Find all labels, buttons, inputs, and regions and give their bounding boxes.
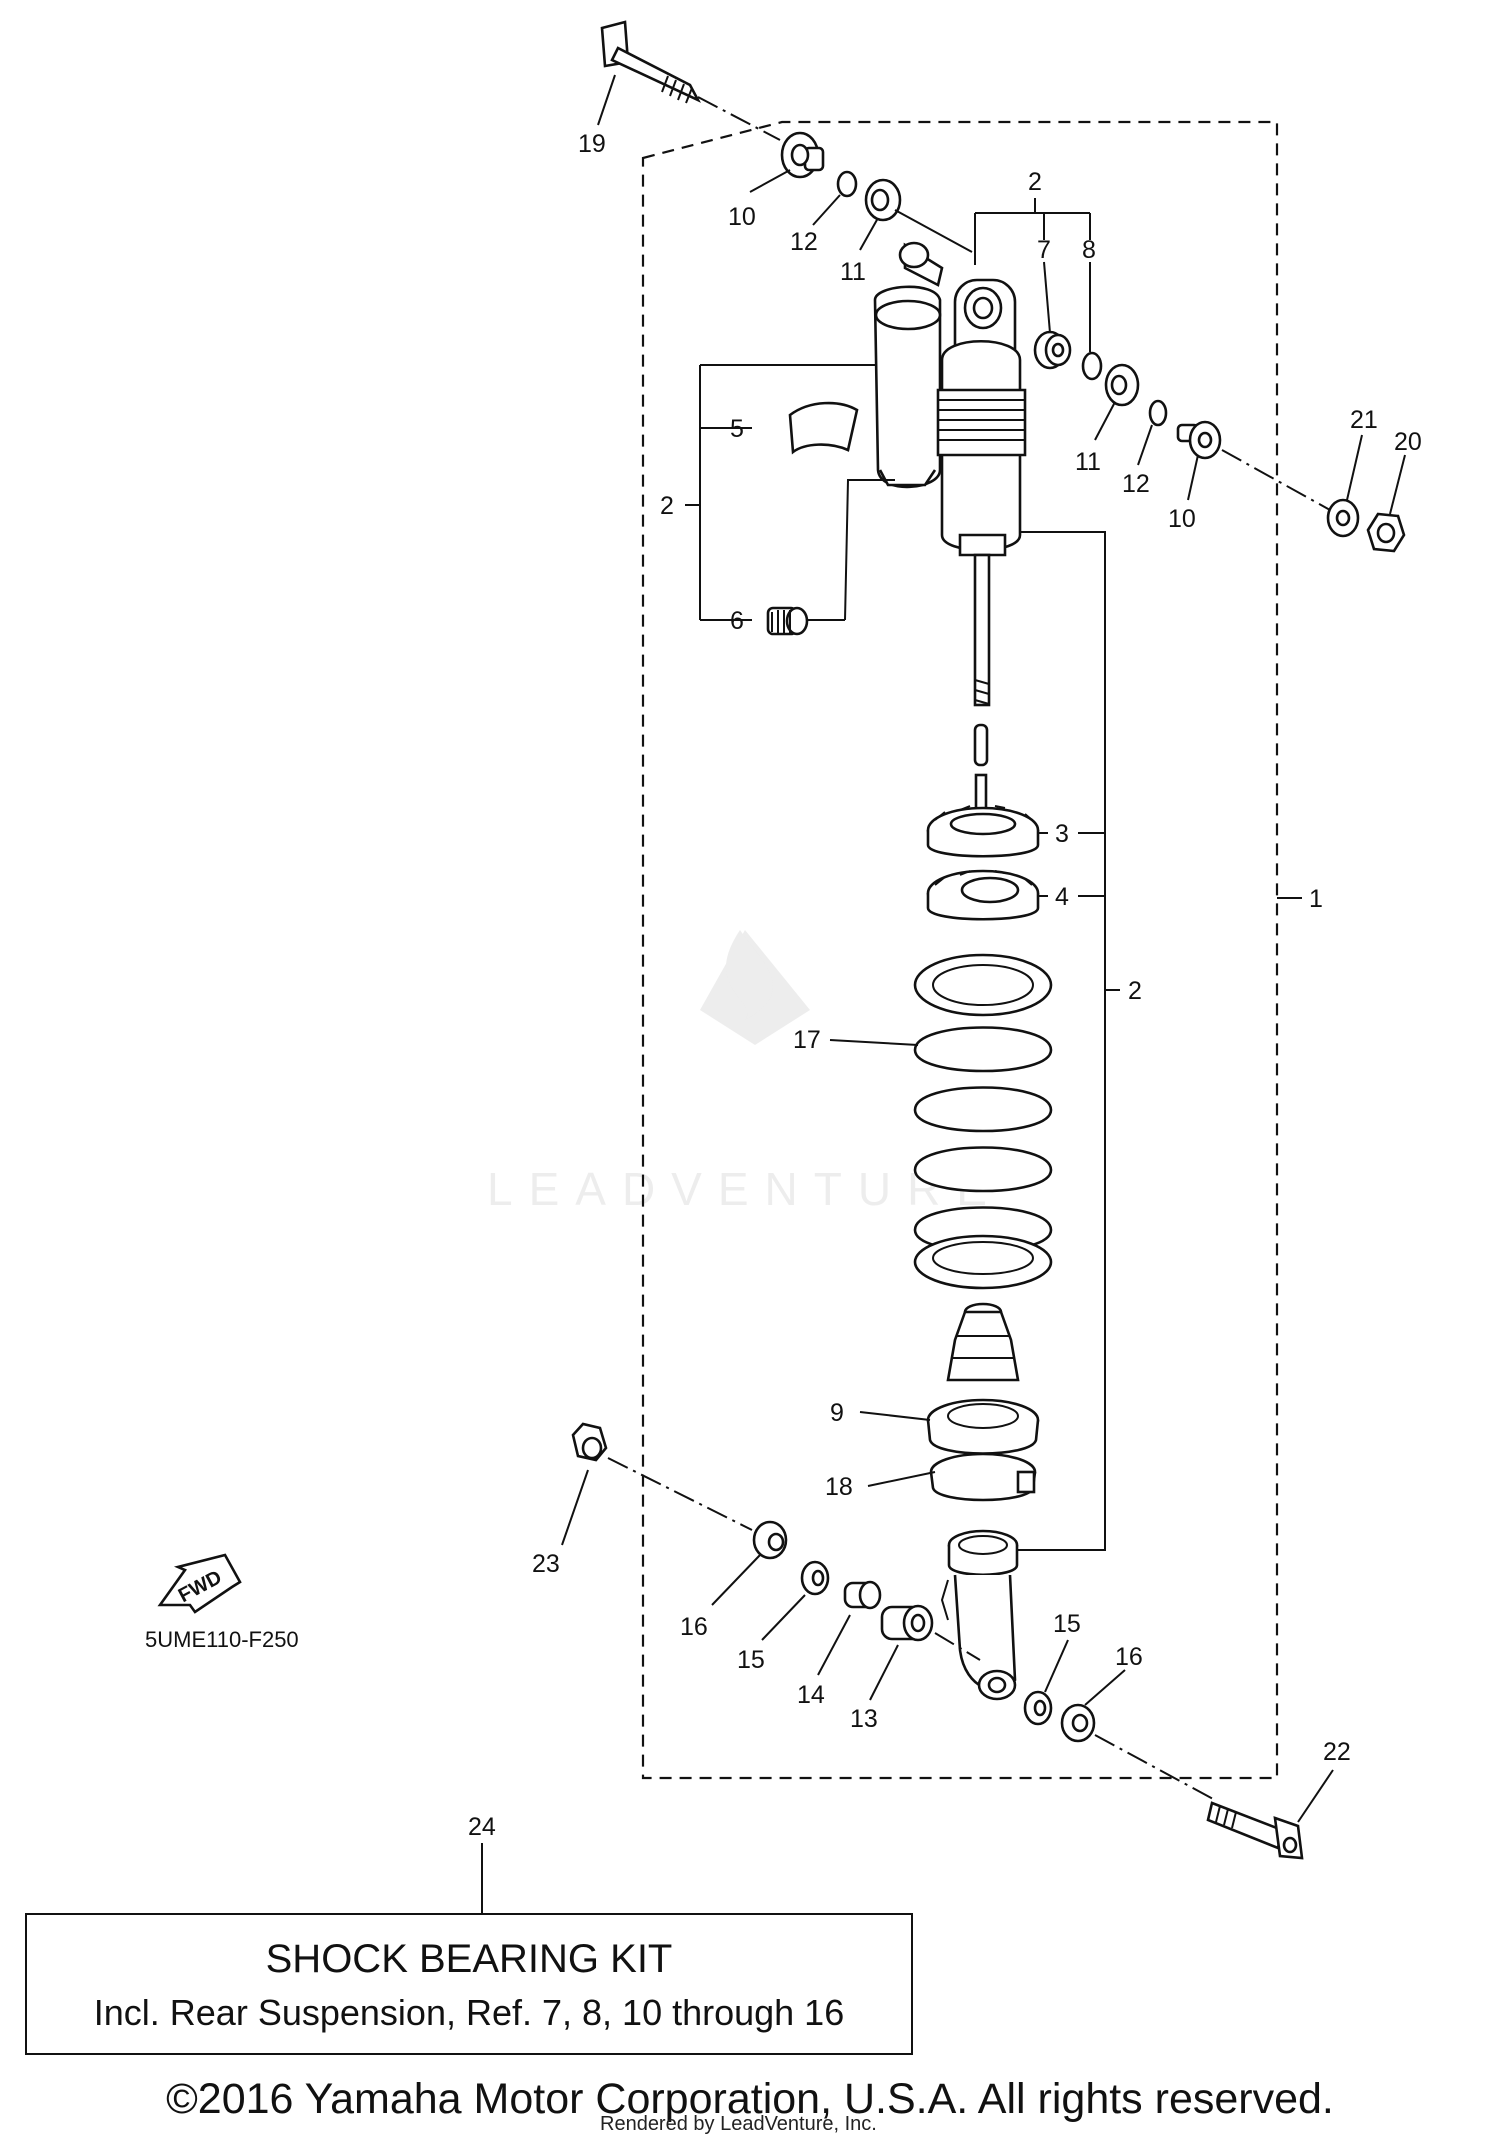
drawing-code: 5UME110-F250 xyxy=(145,1627,299,1652)
part-23-nut xyxy=(571,1422,608,1462)
callout-10-right: 10 xyxy=(1168,505,1196,533)
part-6-cap xyxy=(766,606,809,636)
assembly-outline xyxy=(641,120,1279,1780)
callout-3: 3 xyxy=(1055,820,1069,848)
callout-23: 23 xyxy=(532,1550,560,1578)
callout-7: 7 xyxy=(1037,236,1051,264)
callout-9: 9 xyxy=(830,1399,844,1427)
leader-lines xyxy=(481,74,1406,1913)
part-20-nut xyxy=(1366,512,1406,553)
part-12-oring-top xyxy=(836,170,858,198)
callout-11-right: 11 xyxy=(1075,448,1101,476)
part-16-washer-right xyxy=(1060,1703,1096,1743)
callout-15-left: 15 xyxy=(737,1646,765,1674)
part-17-spring xyxy=(913,953,1053,1290)
part-5-label xyxy=(788,401,859,455)
copyright: ©2016 Yamaha Motor Corporation, U.S.A. A… xyxy=(166,2075,1334,2123)
part-16-washer-left xyxy=(752,1520,788,1560)
part-2-shock-body xyxy=(936,278,1027,707)
axis-23 xyxy=(607,1457,753,1531)
axis-22 xyxy=(1094,1734,1216,1801)
callout-15-right: 15 xyxy=(1053,1610,1081,1638)
part-14-bushing xyxy=(843,1580,882,1610)
watermark-text: LEADVENTURE xyxy=(487,1163,1003,1215)
callout-12-top: 12 xyxy=(790,228,818,256)
part-21-washer xyxy=(1326,498,1360,538)
axis-19 xyxy=(697,96,781,141)
callout-17: 17 xyxy=(793,1026,821,1054)
part-bump-stop xyxy=(946,1302,1020,1382)
kit-note-box: SHOCK BEARING KIT Incl. Rear Suspension,… xyxy=(25,1913,913,2055)
part-18-stopper xyxy=(929,1452,1037,1502)
callout-2-top: 2 xyxy=(1028,168,1042,196)
part-7-collar xyxy=(1033,330,1072,370)
part-13-bearing xyxy=(880,1604,934,1642)
callout-21: 21 xyxy=(1350,406,1378,434)
part-22-bolt xyxy=(1206,1801,1304,1860)
axis-lower xyxy=(934,1632,981,1661)
fwd-arrow-icon: FWD xyxy=(157,1553,242,1614)
callout-8: 8 xyxy=(1082,236,1096,264)
callout-6: 6 xyxy=(730,607,744,635)
callout-12-right: 12 xyxy=(1122,470,1150,498)
part-2-reservoir xyxy=(873,241,944,489)
callout-4: 4 xyxy=(1055,883,1069,911)
part-11-bearing-right xyxy=(1104,363,1140,407)
callout-1: 1 xyxy=(1309,885,1323,913)
kit-title: SHOCK BEARING KIT xyxy=(265,1937,673,1981)
callout-5: 5 xyxy=(730,415,744,443)
part-pin xyxy=(973,723,989,767)
part-12-oring-right xyxy=(1148,399,1168,427)
callout-labels: 1 2 7 8 19 10 12 11 11 12 10 21 20 5 2 6… xyxy=(468,130,1422,1841)
part-15-collar-right xyxy=(1023,1690,1053,1726)
callout-14: 14 xyxy=(797,1681,825,1709)
callout-10-top: 10 xyxy=(728,203,756,231)
part-lower-clevis xyxy=(940,1529,1019,1701)
part-8-ring xyxy=(1081,351,1103,381)
part-10-collar-top xyxy=(780,131,825,179)
part-4-adjuster xyxy=(926,869,1040,921)
part-19-bolt xyxy=(600,20,701,104)
part-11-bearing-top xyxy=(864,178,902,222)
callout-2-left: 2 xyxy=(660,492,674,520)
part-3-locknut xyxy=(926,805,1040,858)
callout-22: 22 xyxy=(1323,1738,1351,1766)
callout-13: 13 xyxy=(850,1705,878,1733)
callout-20: 20 xyxy=(1394,428,1422,456)
axis-top-right xyxy=(1221,449,1331,511)
part-9-spring-seat xyxy=(926,1398,1040,1455)
callout-16-right: 16 xyxy=(1115,1643,1143,1671)
watermark: LEADVENTURE xyxy=(487,930,1003,1215)
callout-18: 18 xyxy=(825,1473,853,1501)
kit-description: Incl. Rear Suspension, Ref. 7, 8, 10 thr… xyxy=(93,1992,845,2033)
part-15-collar-left xyxy=(800,1560,830,1596)
callout-19: 19 xyxy=(578,130,606,158)
callout-2-right: 2 xyxy=(1128,977,1142,1005)
callout-16-left: 16 xyxy=(680,1613,708,1641)
callout-11-top: 11 xyxy=(840,258,866,286)
part-10-collar-right xyxy=(1176,420,1222,460)
rendered-by: Rendered by LeadVenture, Inc. xyxy=(600,2113,877,2135)
callout-24: 24 xyxy=(468,1813,496,1841)
